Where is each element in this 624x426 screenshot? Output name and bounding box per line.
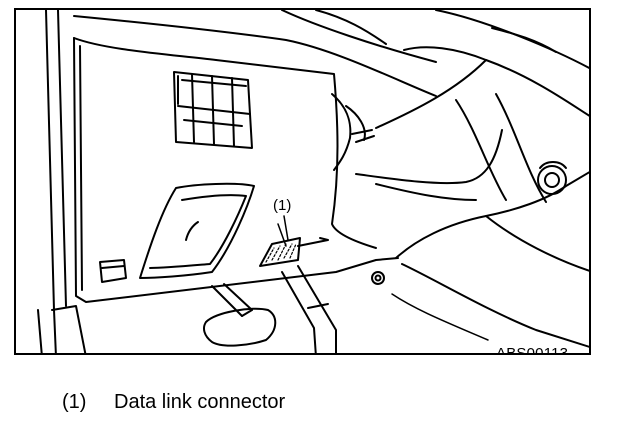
steering-column: [281, 265, 337, 353]
center-console: [355, 129, 589, 348]
panel-bolt: [371, 271, 385, 285]
steering-wheel: [73, 10, 589, 203]
figure-code: ABS00113: [496, 345, 569, 355]
pillar-lines: [37, 10, 87, 353]
leader-lines: [283, 215, 489, 341]
caption-number: (1): [62, 391, 87, 413]
switch-panel: [173, 71, 253, 149]
callout-label: (1): [273, 197, 292, 214]
hood-release-lever: [99, 259, 127, 283]
ignition-key-cylinder: [537, 161, 567, 195]
figure-illustration: (1) ABS00113: [14, 8, 591, 355]
figure-caption: (1) Data link connector: [62, 392, 285, 412]
caption-text: Data link connector: [114, 391, 286, 413]
knee-panel-opening: [139, 182, 255, 279]
instrument-panel-lower-cover: [73, 37, 399, 303]
data-link-connector: [259, 223, 329, 267]
brake-pedal: [203, 283, 277, 347]
